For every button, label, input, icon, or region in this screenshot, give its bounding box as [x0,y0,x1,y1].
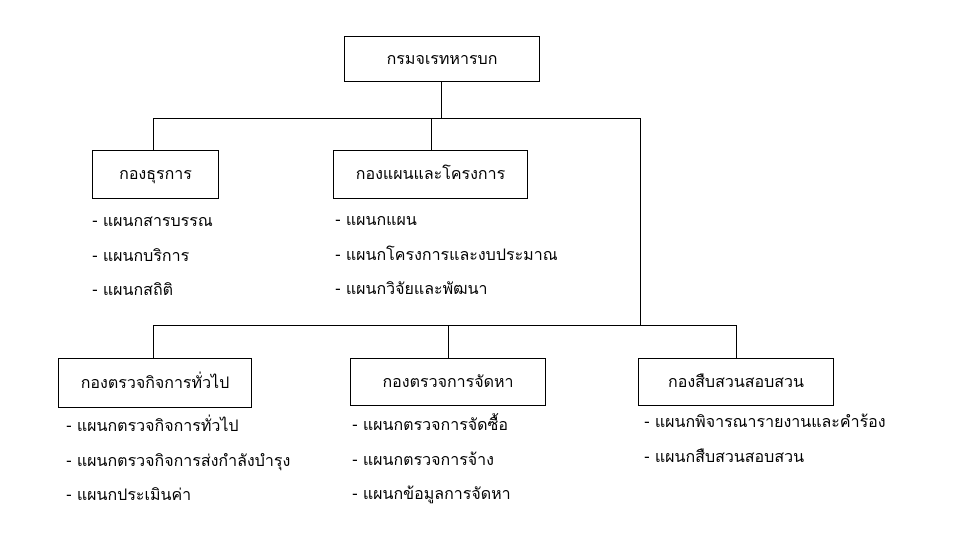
connector-to-admin [153,118,154,150]
org-node-investigation-label: กองสืบสวนสอบสวน [668,371,804,391]
connector-right-trunk [640,118,641,325]
org-node-general-inspection: กองตรวจกิจการทั่วไป [58,358,252,408]
plans-sections: - แผนกแผน - แผนกโครงการและงบประมาณ - แผน… [335,203,558,307]
list-item: - แผนกประเมินค่า [66,485,192,504]
org-node-investigation: กองสืบสวนสอบสวน [638,358,834,406]
connector-to-plans [431,118,432,150]
connector-upper-bus [153,118,641,119]
investigation-sections: - แผนกพิจารณารายงานและคำร้อง - แผนกสืบสว… [644,405,886,474]
list-item: - แผนกตรวจกิจการทั่วไป [66,416,239,435]
connector-to-procurement [448,325,449,358]
list-item: - แผนกแผน [335,210,417,229]
list-item: - แผนกบริการ [92,245,190,265]
org-node-top: กรมจเรทหารบก [344,36,540,82]
list-item: - แผนกสารบรรณ [92,211,213,230]
org-node-plans: กองแผนและโครงการ [333,150,528,199]
connector-top-down [441,81,442,118]
list-item: - แผนกสถิติ [92,280,174,299]
list-item: - แผนกโครงการและงบประมาณ [335,244,558,264]
org-node-top-label: กรมจเรทหารบก [386,48,498,68]
list-item: - แผนกตรวจกิจการส่งกำลังบำรุง [66,450,291,470]
connector-to-investigation [736,325,737,358]
list-item: - แผนกสืบสวนสอบสวน [644,446,804,466]
procurement-inspection-sections: - แผนกตรวจการจัดซื้อ - แผนกตรวจการจ้าง -… [352,408,511,512]
connector-lower-bus [153,325,737,326]
list-item: - แผนกวิจัยและพัฒนา [335,279,488,298]
list-item: - แผนกพิจารณารายงานและคำร้อง [644,412,886,431]
org-node-admin: กองธุรการ [92,150,219,199]
admin-sections: - แผนกสารบรรณ - แผนกบริการ - แผนกสถิติ [92,204,213,308]
list-item: - แผนกตรวจการจ้าง [352,449,494,469]
org-node-general-inspection-label: กองตรวจกิจการทั่วไป [80,372,230,392]
connector-to-general-inspection [153,325,154,358]
general-inspection-sections: - แผนกตรวจกิจการทั่วไป - แผนกตรวจกิจการส… [66,409,290,513]
org-node-procurement-inspection: กองตรวจการจัดหา [350,358,546,406]
org-node-plans-label: กองแผนและโครงการ [355,164,506,183]
list-item: - แผนกตรวจการจัดซื้อ [352,415,509,434]
org-node-procurement-inspection-label: กองตรวจการจัดหา [382,371,514,391]
org-node-admin-label: กองธุรการ [119,164,192,183]
list-item: - แผนกข้อมูลการจัดหา [352,484,511,503]
